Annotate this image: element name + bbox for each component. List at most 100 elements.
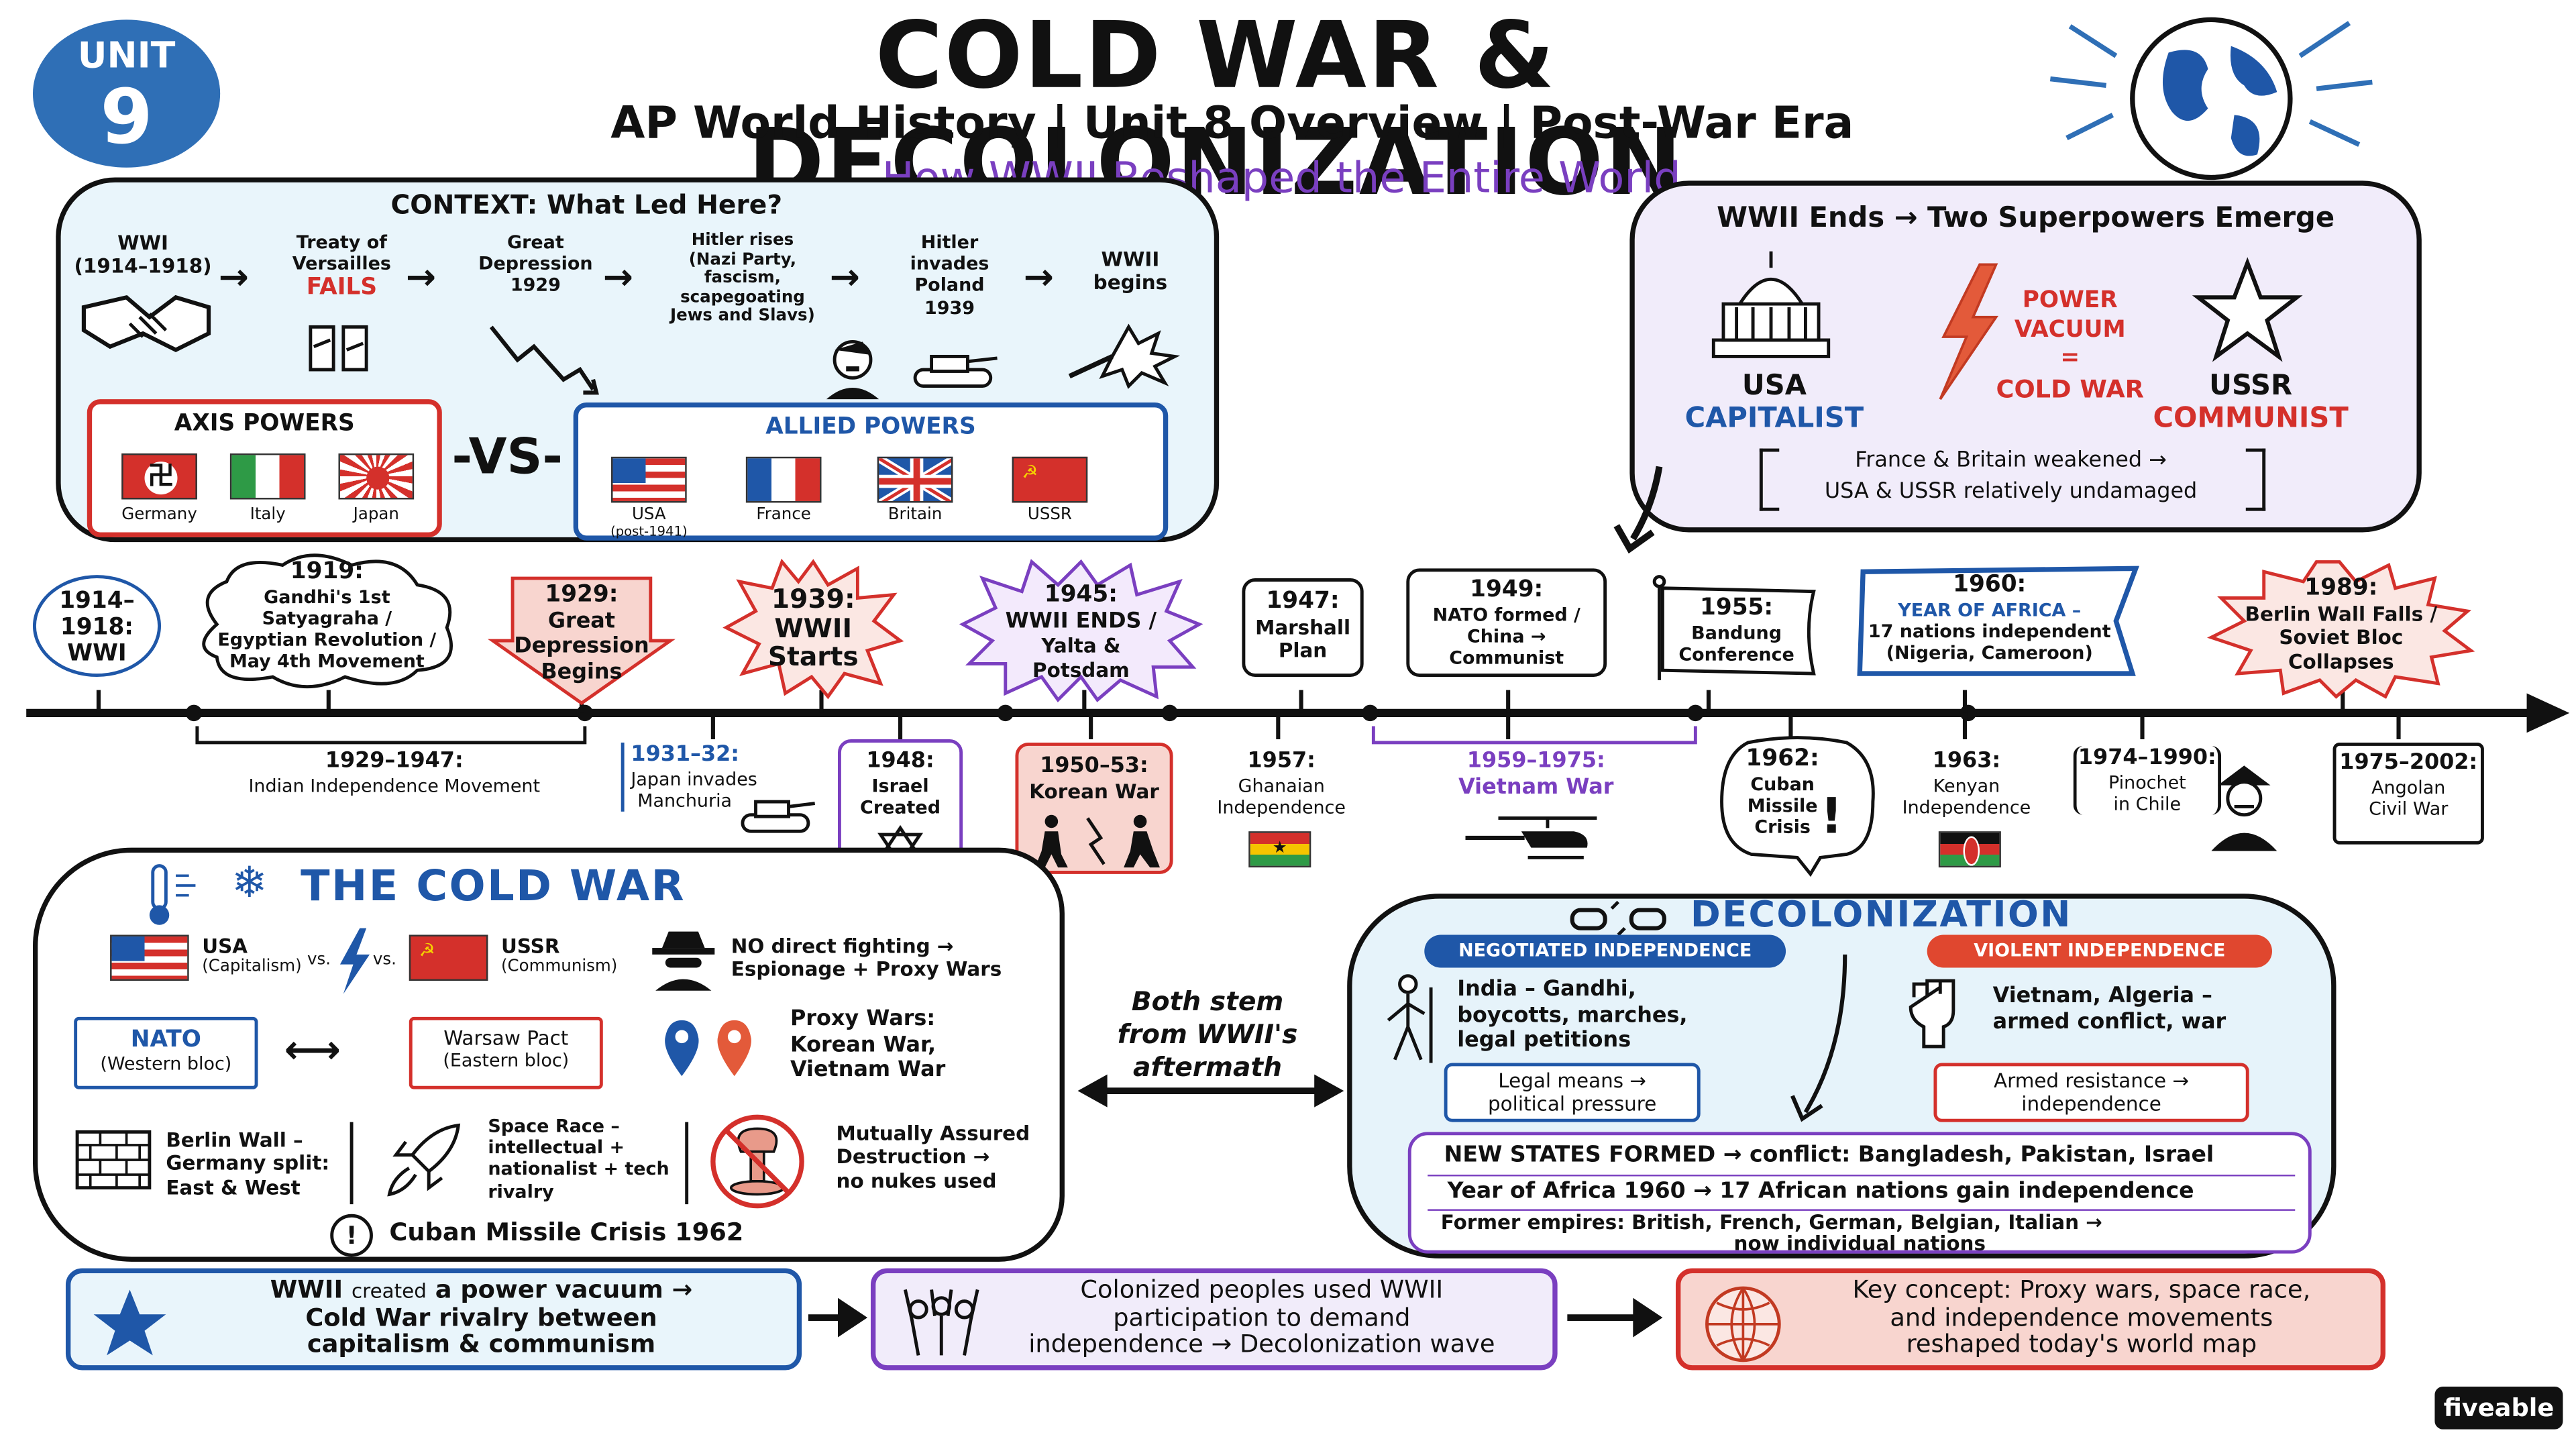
divider: [1428, 1175, 2296, 1177]
decolonization-panel: DECOLONIZATION NEGOTIATED INDEPENDENCE I…: [1347, 894, 2337, 1258]
vs-label: vs.: [372, 951, 396, 969]
espionage-text: NO direct fighting → Espionage + Proxy W…: [731, 934, 1002, 982]
former-empires-text: Former empires: British, French, German,…: [1440, 1210, 2102, 1234]
capitol-building-icon: [1711, 251, 1831, 358]
event-kenya: 1963: Kenyan Independence: [1902, 749, 2031, 818]
summary-box-1: WWII created a power vacuum → Cold War r…: [65, 1268, 802, 1371]
italy-flag: [229, 453, 306, 500]
event-angola: 1975–2002: Angolan Civil War: [2332, 742, 2484, 845]
ghana-flag: ★: [1248, 831, 1311, 868]
cold-war-panel: ❄ THE COLD WAR USA (Capitalism) vs. vs. …: [32, 847, 1065, 1262]
france-flag: [745, 456, 822, 503]
summary-box-3: Key concept: Proxy wars, space race, and…: [1675, 1268, 2385, 1371]
page-subtitle: AP World History | Unit 8 Overview | Pos…: [610, 98, 1854, 150]
superpower-usa-name: USA: [1741, 370, 1807, 403]
down-arrow-shape: [487, 576, 676, 706]
event-cuban-missile-crisis: 1962: Cuban Missile Crisis: [1746, 745, 1819, 839]
context-step-hitler-rises: Hitler rises (Nazi Party, fascism, scape…: [670, 231, 815, 325]
exclamation-icon: !: [1820, 788, 1843, 847]
violent-text: Vietnam, Algeria – armed conflict, war: [1992, 983, 2226, 1034]
declining-chart-icon: [489, 325, 599, 395]
span-bracket-india: [195, 726, 587, 745]
bracket-right: [2245, 448, 2266, 511]
double-arrow: [1077, 1074, 1344, 1108]
burst-shape: [959, 559, 1203, 703]
soviet-star-icon: [2192, 257, 2303, 362]
summary-text-3: Key concept: Proxy wars, space race, and…: [1852, 1275, 2311, 1359]
superpowers-panel: WWII Ends → Two Superpowers Emerge USA C…: [1629, 180, 2422, 533]
superpower-usa-label: CAPITALIST: [1684, 402, 1864, 435]
explosion-icon: [1068, 323, 1181, 389]
arrow: →: [1023, 258, 1054, 299]
decolonization-title: DECOLONIZATION: [1690, 895, 2072, 936]
event-vietnam-war: 1959–1975: Vietnam War: [1458, 749, 1614, 800]
summary-box-2: Colonized peoples used WWII participatio…: [870, 1268, 1558, 1371]
vs-label: vs.: [307, 951, 331, 969]
event-1949: 1949: NATO formed / China → Communist: [1406, 568, 1607, 677]
gandhi-walking-icon: [1387, 974, 1433, 1063]
mad-text: Mutually Assured Destruction → no nukes …: [836, 1122, 1030, 1193]
event-1955: 1955: Bandung Conference: [1678, 594, 1794, 665]
divider: [1428, 1209, 2296, 1211]
negotiated-result-box: Legal means → political pressure: [1444, 1063, 1701, 1122]
context-step-wwii-begins: WWII begins: [1093, 248, 1168, 295]
warsaw-pact-box: Warsaw Pact (Eastern bloc): [409, 1016, 603, 1089]
world-map-globe-icon: [1705, 1286, 1781, 1362]
unit-word: UNIT: [77, 36, 176, 78]
event-1929: 1929: Great Depression Begins: [514, 581, 649, 686]
map-pin-icon: [665, 1020, 751, 1077]
event-pinochet: 1974–1990: Pinochet in Chile: [2073, 745, 2222, 815]
power-vacuum-label: POWER VACUUM = COLD WAR: [1996, 287, 2144, 404]
snowflake-icon: ❄: [231, 859, 268, 909]
cold-war-usa: USA (Capitalism): [202, 934, 302, 977]
event-1989: 1989: Berlin Wall Falls / Soviet Bloc Co…: [2245, 575, 2438, 674]
unit-badge: UNIT 9: [32, 19, 221, 168]
allied-member-usa: USA: [631, 506, 666, 525]
axis-member-italy: Italy: [250, 506, 286, 525]
context-step-wwi: WWI (1914–1918): [74, 231, 212, 278]
globe-icon: [2049, 17, 2373, 180]
banner-flag-shape: [1652, 575, 1816, 680]
both-stem-text: Both stem from WWII's aftermath: [1117, 985, 1298, 1083]
context-title: CONTEXT: What Led Here?: [390, 189, 783, 221]
axis-member-japan: Japan: [353, 506, 399, 525]
tank-icon: [741, 800, 816, 833]
ussr-flag: ☭: [409, 934, 488, 981]
space-race-text: Space Race – intellectual + nationalist …: [488, 1115, 669, 1202]
event-1947: 1947: Marshall Plan: [1242, 578, 1364, 677]
unit-number: 9: [100, 72, 153, 162]
brick-wall-icon: [75, 1130, 152, 1190]
cold-war-title: THE COLD WAR: [301, 862, 686, 912]
context-step-poland: Hitler invades Poland 1939: [910, 231, 989, 319]
berlin-wall-text: Berlin Wall – Germany split: East & West: [166, 1128, 330, 1199]
context-step-versailles: Treaty of Versailles FAILS: [292, 231, 391, 302]
britain-flag: [877, 456, 953, 503]
span-bracket-vietnam: [1371, 726, 1697, 745]
violent-result-box: Armed resistance → independence: [1933, 1063, 2249, 1122]
superpowers-note-1: France & Britain weakened →: [1855, 448, 2167, 474]
lightning-bolt-icon: [1939, 263, 1999, 400]
raised-fist-icon: [1909, 979, 1955, 1049]
burst-shape: [722, 558, 904, 700]
curved-arrow: [1790, 954, 1847, 1122]
new-states-box: NEW STATES FORMED → conflict: Bangladesh…: [1407, 1132, 2312, 1255]
event-indian-independence: 1929–1947: Indian Independence Movement: [248, 749, 541, 796]
event-1960: 1960: YEAR OF AFRICA – 17 nations indepe…: [1868, 572, 2111, 664]
flow-arrow: [1567, 1297, 1663, 1338]
event-wwi: 1914– 1918: WWI: [32, 575, 162, 677]
nuclear-prohibited-icon: [710, 1114, 804, 1209]
allied-member-britain: Britain: [888, 506, 943, 525]
burst-shape: [2206, 560, 2475, 699]
rocket-icon: [387, 1123, 461, 1197]
spy-icon: [652, 931, 715, 991]
new-states-text: NEW STATES FORMED → conflict: Bangladesh…: [1444, 1142, 2214, 1169]
cuban-crisis-text: Cuban Missile Crisis 1962: [389, 1217, 744, 1247]
helicopter-icon: [1465, 816, 1597, 859]
nato-box: NATO (Western bloc): [74, 1016, 258, 1089]
lightning-bolt-icon: [339, 928, 370, 994]
superpowers-note-2: USA & USSR relatively undamaged: [1824, 480, 2198, 504]
context-step-depression: Great Depression 1929: [478, 231, 593, 297]
brand-logo[interactable]: fiveable: [2434, 1386, 2563, 1430]
arrow: →: [218, 258, 249, 299]
